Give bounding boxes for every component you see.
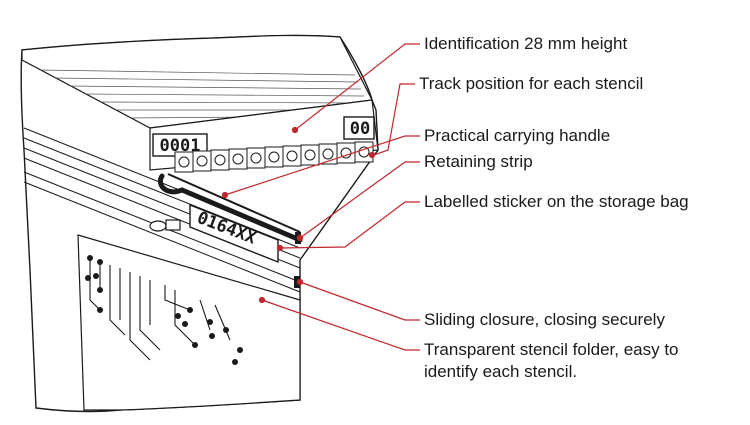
callout-identification: Identification 28 mm height [424, 34, 628, 53]
stencil-number-back: 00 [350, 119, 370, 139]
callout-track-position: Track position for each stencil [419, 74, 644, 93]
circuit-pattern [89, 258, 231, 361]
stencil-folder [77, 234, 301, 411]
carrying-handle [158, 173, 303, 243]
callout-labelled-sticker: Labelled sticker on the storage bag [424, 192, 689, 211]
carrying-handle-grip [167, 173, 301, 233]
leader-lines [221, 43, 420, 351]
callout-transparent-folder-line2: identify each stencil. [424, 362, 578, 381]
bag-label-text: 0164XX [194, 208, 259, 249]
bag-eyelet [149, 219, 181, 232]
leader-labelled-sticker [279, 201, 420, 249]
stencil-number-front: 0001 [160, 136, 201, 156]
callout-transparent-folder: Transparent stencil folder, easy to [424, 340, 679, 359]
callout-sliding-closure: Sliding closure, closing securely [424, 310, 665, 329]
bag-sticker: 0164XX [189, 203, 279, 264]
leader-track-position [373, 83, 415, 156]
leader-retaining-strip [299, 161, 420, 239]
callout-retaining-strip: Retaining strip [424, 152, 533, 171]
leader-identification [294, 43, 420, 131]
leader-sliding-closure [299, 281, 420, 321]
stencil-number-plate-back [343, 116, 375, 140]
track-positions [174, 141, 374, 173]
stencil-block-top [21, 34, 373, 129]
callout-carrying-handle: Practical carrying handle [424, 126, 611, 145]
circuit-pads [85, 255, 243, 365]
leader-carrying-handle [224, 135, 420, 196]
leader-transparent-folder [261, 299, 420, 351]
